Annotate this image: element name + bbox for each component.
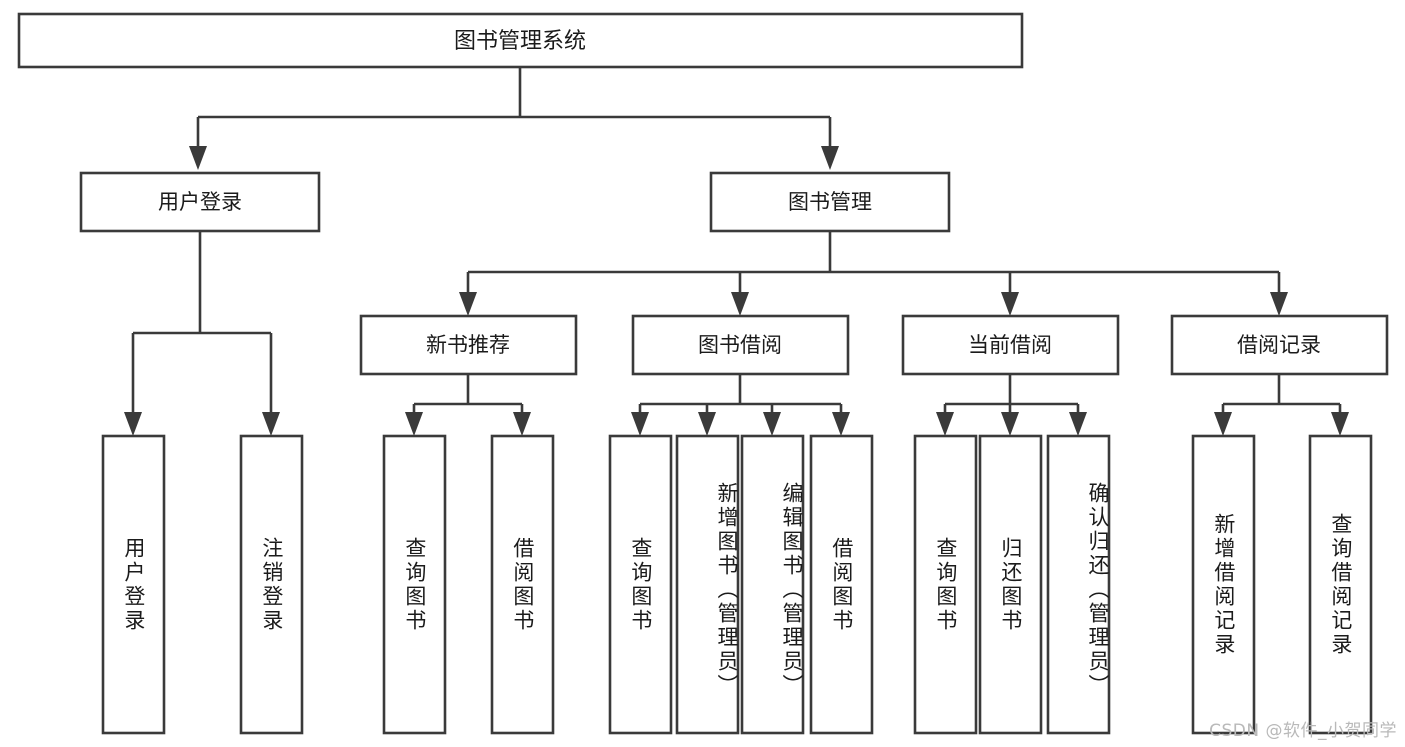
leaf-box-edit-book-admin[interactable] bbox=[740, 434, 805, 735]
node-book-borrow[interactable]: 图书借阅 bbox=[631, 314, 850, 376]
node-borrow-record[interactable]: 借阅记录 bbox=[1170, 314, 1389, 376]
node-new-book-recommend[interactable]: 新书推荐 bbox=[359, 314, 578, 376]
leaf-box-query-borrow-record[interactable] bbox=[1308, 434, 1373, 735]
connector-book-management-to-level3 bbox=[459, 231, 1288, 316]
node-root[interactable]: 图书管理系统 bbox=[17, 12, 1024, 69]
connector-new-book-recommend-to-leaves bbox=[405, 374, 531, 436]
leaf-box-confirm-return-admin[interactable] bbox=[1046, 434, 1111, 735]
arrow-head-icon bbox=[513, 412, 531, 436]
arrow-head-icon bbox=[1214, 412, 1232, 436]
arrow-head-icon bbox=[631, 412, 649, 436]
node-user-login-label: 用户登录 bbox=[158, 190, 242, 214]
arrow-head-icon bbox=[832, 412, 850, 436]
leaf-box-return-book[interactable] bbox=[978, 434, 1043, 735]
node-current-borrow[interactable]: 当前借阅 bbox=[901, 314, 1120, 376]
arrow-head-icon bbox=[698, 412, 716, 436]
leaf-box-query-book-borrow[interactable] bbox=[608, 434, 673, 735]
leaf-box-add-book-admin[interactable] bbox=[675, 434, 740, 735]
arrow-head-icon bbox=[189, 146, 207, 170]
connector-book-borrow-to-leaves bbox=[631, 374, 850, 436]
node-book-borrow-label: 图书借阅 bbox=[698, 333, 782, 357]
node-new-book-recommend-label: 新书推荐 bbox=[426, 333, 510, 357]
leaf-box-borrow-book-recommend[interactable] bbox=[490, 434, 555, 735]
connector-borrow-record-to-leaves bbox=[1214, 374, 1349, 436]
connector-root-to-level2 bbox=[189, 67, 839, 170]
connector-user-login-to-leaves bbox=[124, 231, 280, 436]
arrow-head-icon bbox=[1069, 412, 1087, 436]
node-root-label: 图书管理系统 bbox=[454, 29, 586, 54]
node-root-box[interactable] bbox=[17, 12, 1024, 69]
arrow-head-icon bbox=[262, 412, 280, 436]
leaf-box-user-login[interactable] bbox=[101, 434, 166, 735]
arrow-head-icon bbox=[936, 412, 954, 436]
arrow-head-icon bbox=[459, 292, 477, 316]
node-book-management-label: 图书管理 bbox=[788, 190, 872, 214]
arrow-head-icon bbox=[124, 412, 142, 436]
csdn-watermark: CSDN @软件_小贺同学 bbox=[1209, 721, 1397, 741]
leaf-box-add-borrow-record[interactable] bbox=[1191, 434, 1256, 735]
arrow-head-icon bbox=[1270, 292, 1288, 316]
node-current-borrow-box[interactable] bbox=[901, 314, 1120, 376]
connector-current-borrow-to-leaves bbox=[936, 374, 1087, 436]
node-borrow-record-label: 借阅记录 bbox=[1237, 333, 1321, 357]
node-user-login[interactable]: 用户登录 bbox=[79, 171, 321, 233]
arrow-head-icon bbox=[405, 412, 423, 436]
node-user-login-box[interactable] bbox=[79, 171, 321, 233]
leaf-box-logout-login[interactable] bbox=[239, 434, 304, 735]
arrow-head-icon bbox=[731, 292, 749, 316]
node-book-management[interactable]: 图书管理 bbox=[709, 171, 951, 233]
leaf-box-borrow-book[interactable] bbox=[809, 434, 874, 735]
node-new-book-recommend-box[interactable] bbox=[359, 314, 578, 376]
arrow-head-icon bbox=[1331, 412, 1349, 436]
arrow-head-icon bbox=[1001, 412, 1019, 436]
arrow-head-icon bbox=[821, 146, 839, 170]
arrow-head-icon bbox=[763, 412, 781, 436]
leaf-box-query-book-current[interactable] bbox=[913, 434, 978, 735]
leaf-box-query-book-recommend[interactable] bbox=[382, 434, 447, 735]
leaf-boxes bbox=[101, 434, 1373, 735]
arrow-head-icon bbox=[1001, 292, 1019, 316]
node-current-borrow-label: 当前借阅 bbox=[968, 333, 1052, 357]
